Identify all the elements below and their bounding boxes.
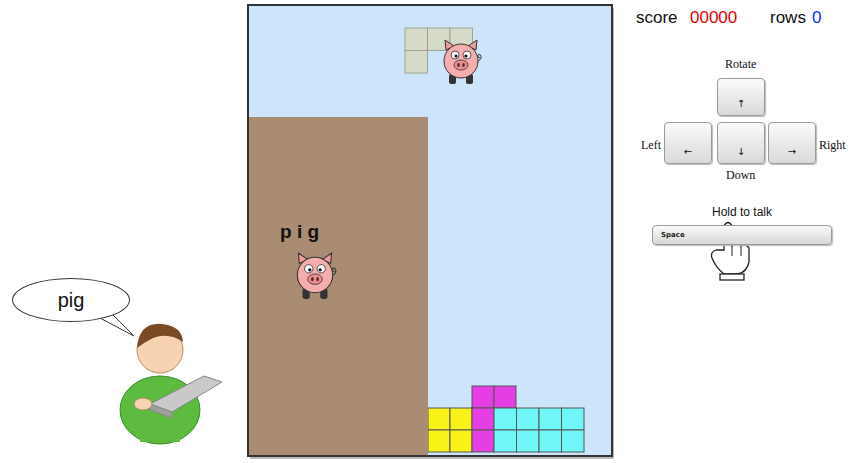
key-label: Left <box>641 138 661 153</box>
word-region: p i g <box>249 117 428 455</box>
node-text: pig <box>58 289 85 312</box>
score-value: 00000 <box>690 8 737 28</box>
right-key: → <box>768 122 816 164</box>
rotate-key: ↑ <box>717 78 765 116</box>
pig-picture <box>289 249 341 301</box>
down-key: ↓ <box>717 122 765 164</box>
rows-label: rows <box>770 8 806 28</box>
left-key: ← <box>664 122 712 164</box>
key-label: Hold to talk <box>712 205 772 219</box>
rows-value: 0 <box>812 8 821 28</box>
key-arrow: ↓ <box>737 146 745 157</box>
key-label: Rotate <box>725 57 756 72</box>
key-arrow: ← <box>684 146 692 157</box>
key-label: Down <box>726 168 755 183</box>
target-word: p i g <box>280 221 319 243</box>
score-label: score <box>636 8 678 28</box>
speech-bubble: pig <box>12 278 130 322</box>
key-label: Right <box>819 138 846 153</box>
key-arrow: → <box>788 146 796 157</box>
key-arrow: ↑ <box>737 98 745 109</box>
node-text: Space <box>661 231 685 239</box>
space-bar: Space <box>652 225 832 245</box>
